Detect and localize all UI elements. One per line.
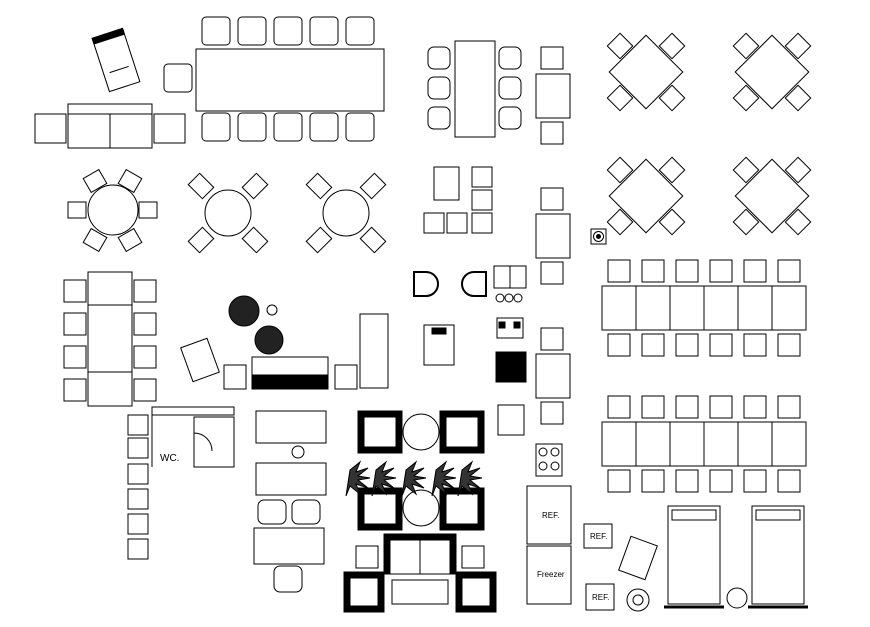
freezer [527,546,571,604]
square-tables-diagonal [607,33,810,234]
potted-plants [229,296,283,354]
freezer-label: Freezer [537,570,565,579]
round-table-6-chairs [68,170,157,252]
round-table-4-chairs-a [188,173,267,252]
refrigerator [527,486,571,544]
long-table-12-chairs-a [602,260,806,356]
two-seat-table-mid [536,188,570,284]
ref-label: REF. [542,511,559,520]
ref-small-top-label: REF. [590,532,607,541]
lounge-chairs-column [254,411,326,592]
two-seat-table-top [536,47,570,144]
conference-table-10-chairs [164,17,384,141]
round-table-4-chairs-b [306,173,385,252]
ref-small-bottom-label: REF. [592,593,609,602]
dining-table-8-chairs [64,272,156,406]
sofa-set-top-left [35,28,185,148]
fan-symbol [591,229,606,244]
wc-area: WC. [128,407,234,559]
living-room-sofa [181,314,388,389]
long-table-12-chairs-b [602,396,806,492]
patio-set [344,411,496,612]
wc-label: WC. [160,453,179,464]
table-6-chairs [428,41,521,137]
kitchen-appliances: REF. Freezer REF. REF. [527,444,657,611]
center-fixtures [414,266,526,435]
plant-row [346,462,482,496]
two-seat-table-low [536,328,570,424]
small-seating-group [424,167,492,233]
beds [664,506,808,608]
